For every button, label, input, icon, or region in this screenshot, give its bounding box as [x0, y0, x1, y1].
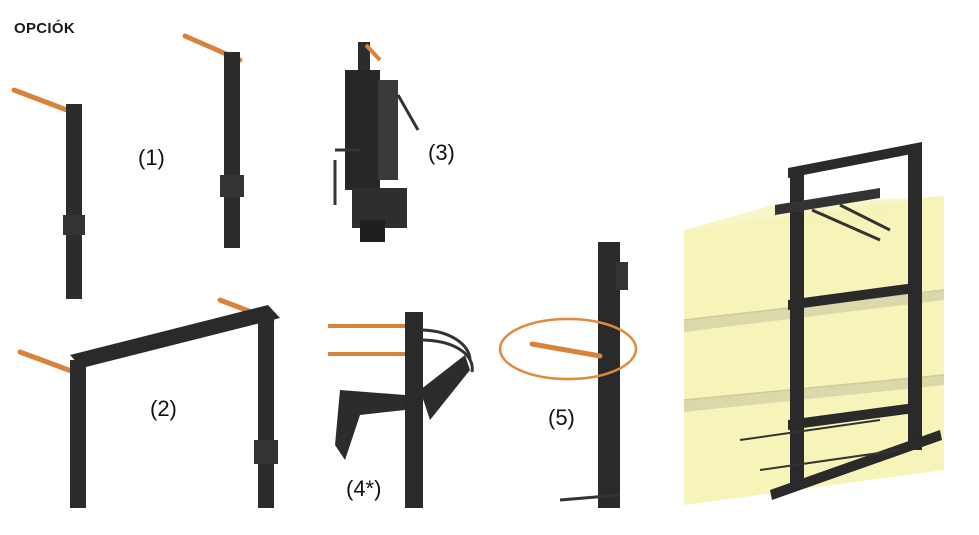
option-2-label: (2) — [150, 396, 177, 421]
option-4-figure — [328, 312, 474, 508]
option-5-label: (5) — [548, 405, 575, 430]
post — [224, 52, 240, 248]
option-5-figure — [498, 242, 638, 508]
option-1-label: (1) — [138, 145, 165, 170]
page-title: OPCIÓK — [14, 20, 75, 37]
highlight-circle — [498, 317, 638, 381]
option-1-figure — [11, 33, 244, 299]
pin — [11, 87, 75, 115]
post — [66, 104, 82, 299]
option-2-figure — [17, 297, 280, 508]
rack-with-load-figure — [683, 142, 945, 505]
option-4-label: (4*) — [346, 476, 382, 501]
option-3-label: (3) — [428, 140, 455, 165]
post-clamp — [63, 215, 85, 235]
post-clamp — [220, 175, 244, 197]
option-3-figure — [333, 42, 420, 242]
